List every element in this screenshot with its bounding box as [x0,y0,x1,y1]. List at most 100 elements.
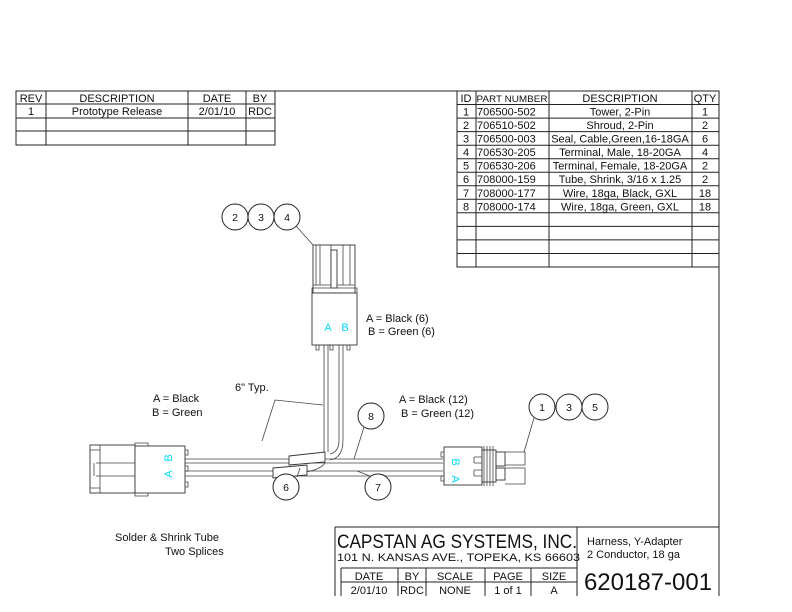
right-wire-label-a: A = Black (12) [399,394,468,406]
tb-header-date: DATE [355,571,384,583]
parts-cell: 6 [702,134,708,146]
tb-value-by: RDC [400,585,424,597]
rev-header-description: DESCRIPTION [79,93,154,105]
drawing-number: 620187-001 [584,569,712,596]
parts-cell: Wire, 18ga, Green, GXL [561,201,679,213]
parts-cell: Shroud, 2-Pin [586,120,653,132]
parts-cell: 706500-003 [477,134,536,146]
parts-cell: Terminal, Female, 18-20GA [553,161,688,173]
company-address: 101 N. KANSAS AVE., TOPEKA, KS 66603 [337,552,580,564]
drawing-title-line1: Harness, Y-Adapter [587,536,683,548]
balloon-number: 5 [592,402,598,414]
parts-cell: Seal, Cable,Green,16-18GA [551,134,689,146]
title-block: CAPSTAN AG SYSTEMS, INC. 101 N. KANSAS A… [334,526,719,597]
parts-cell: 1 [702,107,708,119]
tb-header-by: BY [405,571,420,583]
tb-value-date: 2/01/10 [351,585,388,597]
rev-cell: Prototype Release [72,106,163,118]
parts-cell: 8 [463,201,469,213]
parts-cell: 1 [463,107,469,119]
parts-cell: 708000-174 [477,201,536,213]
branch-wires [323,345,344,461]
parts-cell: Tube, Shrink, 3/16 x 1.25 [559,174,682,186]
parts-cell: 6 [463,174,469,186]
right-wire-label-b: B = Green (12) [401,408,474,420]
drawing-title-line2: 2 Conductor, 18 ga [587,549,681,561]
right-connector: B A [440,446,526,486]
parts-cell: 706500-502 [477,107,536,119]
parts-header-qty: QTY [694,93,717,105]
parts-cell: 2 [463,120,469,132]
tb-value-scale: NONE [439,585,471,597]
tb-header-scale: SCALE [437,571,473,583]
parts-cell: 4 [463,147,469,159]
item-balloon: 7 [364,473,392,501]
rev-header-rev: REV [20,93,43,105]
top-wire-label-a: A = Black (6) [366,313,429,325]
revision-table: REV DESCRIPTION DATE BY 1 Prototype Rele… [15,90,276,146]
shrink-tube-1 [288,451,326,466]
leader-lines [261,225,535,478]
parts-cell: 4 [702,147,708,159]
rev-header-by: BY [253,93,268,105]
splice-note-line2: Two Splices [165,546,224,558]
item-balloon: 8 [357,402,385,430]
splice-note-line1: Solder & Shrink Tube [115,532,219,544]
balloons: 2 3 4 1 3 5 8 6 7 [221,203,609,501]
item-balloon: 4 [273,203,301,231]
parts-cell: 708000-177 [477,188,536,200]
parts-cell: 706530-205 [477,147,536,159]
rev-cell: 1 [28,106,34,118]
parts-table: ID PART NUMBER DESCRIPTION QTY 1 706500-502 To… [456,90,720,268]
rev-cell: 2/01/10 [199,106,236,118]
typ-length-note: 6" Typ. [235,382,269,394]
parts-cell: Terminal, Male, 18-20GA [559,147,681,159]
parts-cell: 7 [463,188,469,200]
tb-value-size: A [550,585,558,597]
pin-a-label: A [324,322,332,334]
parts-cell: Wire, 18ga, Black, GXL [563,188,677,200]
item-balloon: 3 [247,203,275,231]
left-wire-label-b: B = Green [152,407,202,419]
tb-value-page: 1 of 1 [494,585,522,597]
company-name: CAPSTAN AG SYSTEMS, INC. [337,532,577,553]
parts-cell: 2 [702,174,708,186]
balloon-number: 3 [566,402,572,414]
parts-cell: Tower, 2-Pin [590,107,651,119]
parts-header-id: ID [461,93,472,105]
balloon-number: 7 [375,482,381,494]
item-balloon: 6 [272,473,300,501]
balloon-number: 3 [258,212,264,224]
parts-header-part-number: PART NUMBER [477,94,549,104]
parts-cell: 706510-502 [477,120,536,132]
top-wire-label-b: B = Green (6) [368,326,435,338]
parts-cell: 18 [699,201,711,213]
pin-b-label: B [341,322,348,334]
item-balloon: 3 [555,393,583,421]
balloon-number: 2 [232,212,238,224]
right-pin-b-label: B [449,458,461,465]
item-balloon: 1 [528,393,556,421]
right-pin-a-label: A [449,475,461,483]
rev-header-date: DATE [203,93,232,105]
harness-diagram: A B B A B A [89,203,609,558]
left-wire-label-a: A = Black [153,393,200,405]
balloon-number: 4 [284,212,290,224]
parts-cell: 708000-159 [477,174,536,186]
left-pin-a-label: A [163,470,175,478]
parts-header-description: DESCRIPTION [582,93,657,105]
balloon-number: 6 [283,482,289,494]
parts-cell: 2 [702,120,708,132]
left-pin-b-label: B [163,454,175,461]
parts-cell: 3 [463,134,469,146]
balloon-number: 8 [368,411,374,423]
balloon-number: 1 [539,402,545,414]
parts-cell: 5 [463,161,469,173]
top-connector: A B [311,244,358,351]
item-balloon: 5 [581,393,609,421]
parts-cell: 2 [702,161,708,173]
item-balloon: 2 [221,203,249,231]
left-connector: B A [89,442,189,497]
rev-cell: RDC [248,106,272,118]
